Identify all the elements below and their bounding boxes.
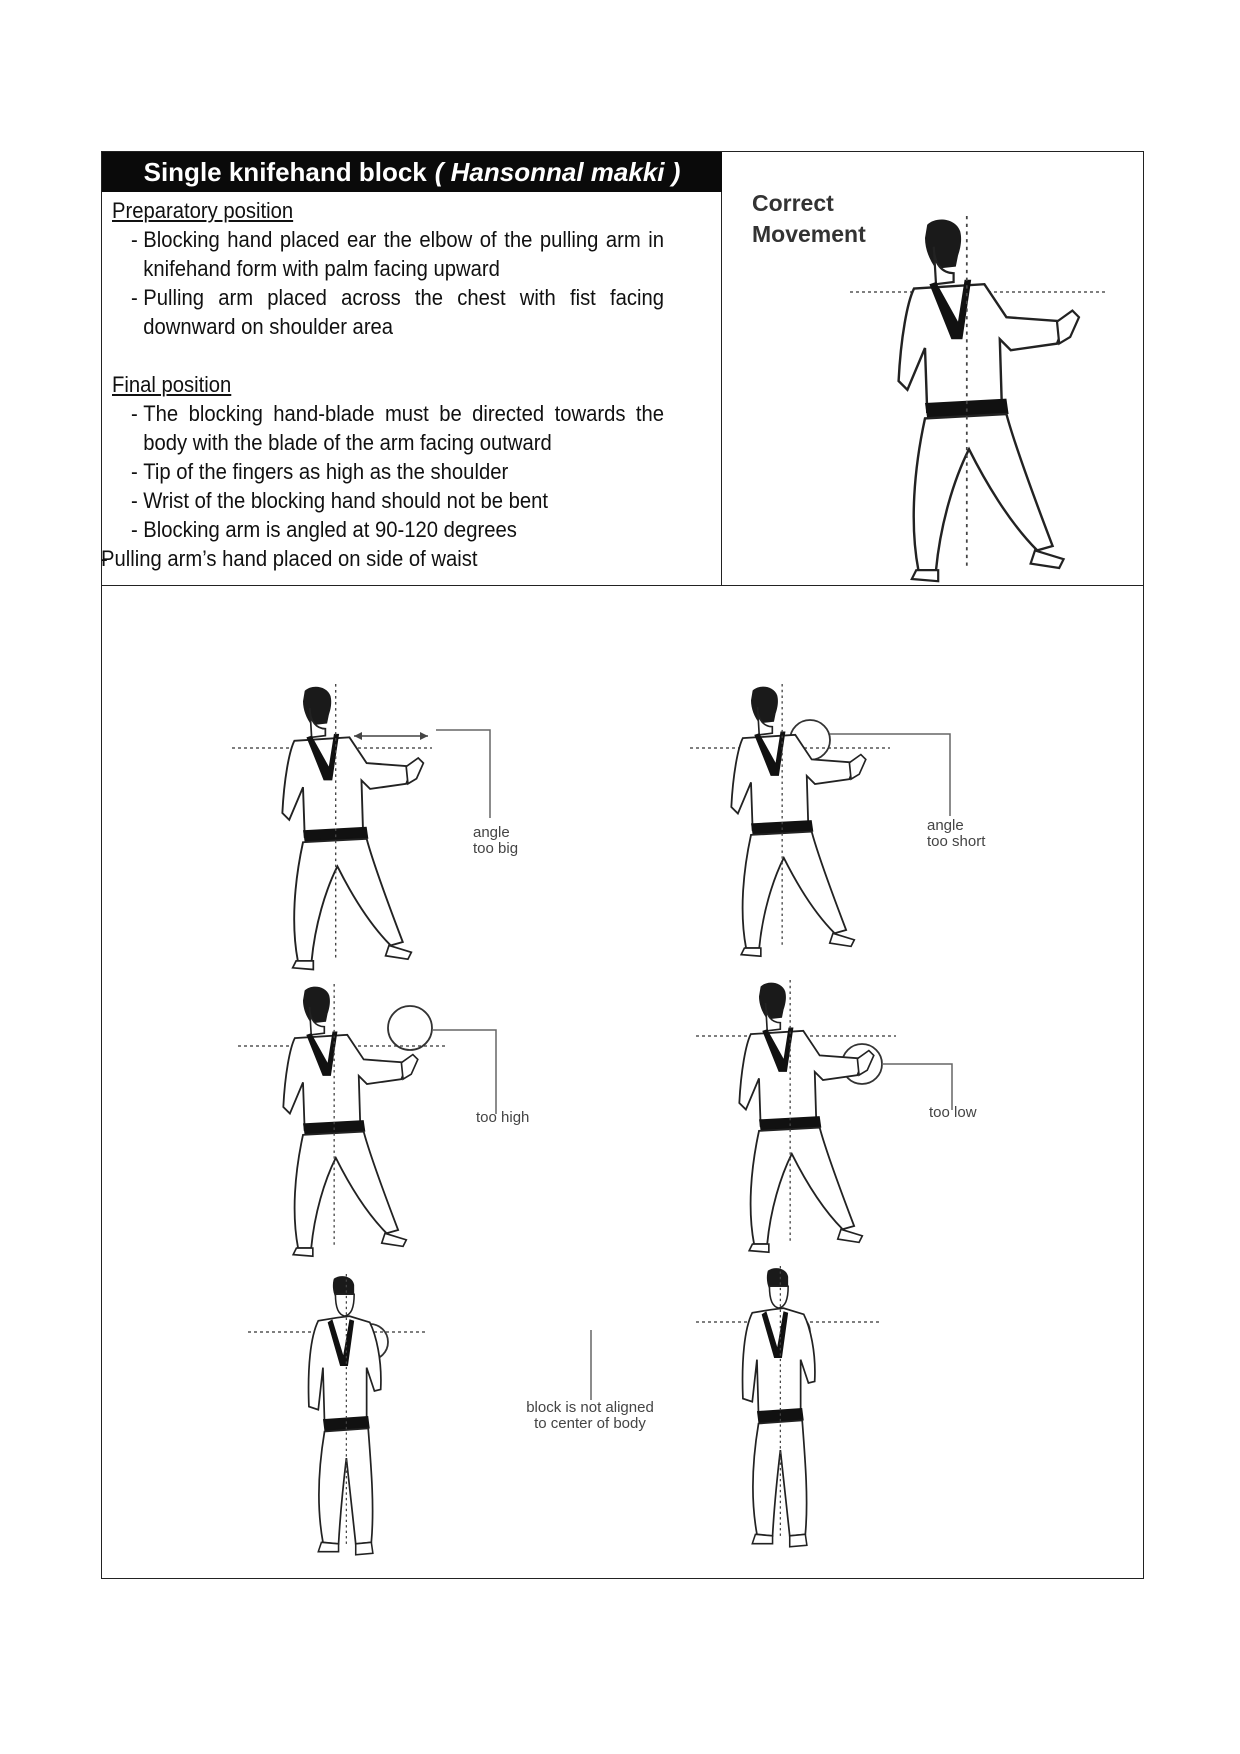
angle-too-short-figure [690,683,951,958]
angle-too-short-caption: angle too short [927,817,986,850]
instruction-text: Preparatory position -Blocking hand plac… [100,196,664,602]
title-main: Single knifehand block [143,156,427,187]
too-high-figure [238,983,497,1258]
too-high-caption: too high [476,1109,530,1126]
row-divider [101,585,1144,586]
not-aligned-figure-left [248,1273,428,1556]
list-item: -The blocking hand-blade must be directe… [131,401,664,455]
column-divider [721,151,722,586]
list-item: -Blocking arm is angled at 90-120 degree… [131,517,517,542]
title-korean: ( Hansonnal makki ) [434,156,681,187]
list-item: -Pulling arm placed across the chest wit… [131,285,664,339]
title-bar: Single knifehand block ( Hansonnal makki… [102,152,722,192]
not-aligned-caption: block is not aligned to center of body [526,1399,654,1432]
angle-too-big-caption: angle too big [473,824,519,857]
correct-movement-figure [850,214,1108,583]
preparatory-heading: Preparatory position [112,198,294,223]
final-heading: Final position [112,372,232,397]
too-low-caption: too low [929,1104,977,1121]
list-item: -Wrist of the blocking hand should not b… [131,488,548,513]
angle-too-big-figure [232,683,491,971]
not-aligned-leader [590,1330,592,1400]
list-item: -Tip of the fingers as high as the shoul… [131,459,509,484]
list-item: -Blocking hand placed ear the elbow of t… [131,227,664,281]
correct-movement-label: Correct Movement [752,190,866,247]
list-item: - Pulling arm’s hand placed on side of w… [100,546,478,600]
not-aligned-figure-right [696,1265,880,1548]
too-low-figure [696,979,953,1254]
page-frame [101,151,1144,1579]
